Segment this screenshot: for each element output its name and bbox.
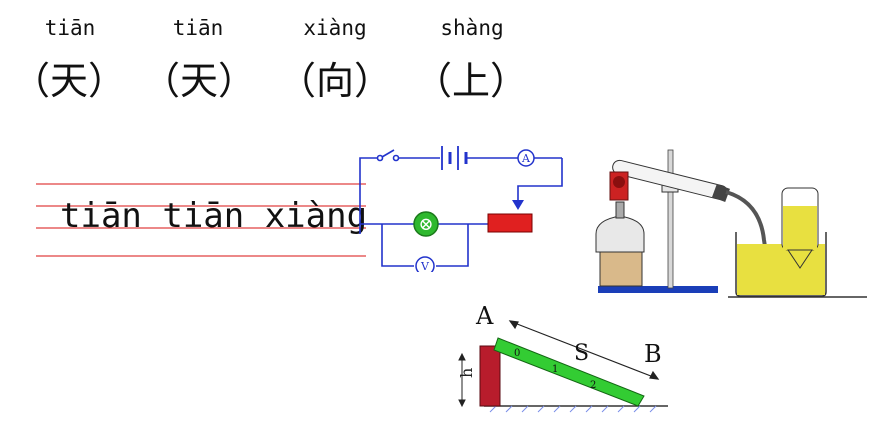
ammeter-symbol	[517, 149, 535, 167]
staff-lines	[36, 183, 366, 257]
beaker	[735, 232, 827, 297]
height-label: h	[457, 368, 476, 378]
lamp-symbol	[413, 211, 439, 237]
lab-apparatus	[595, 149, 867, 298]
ruler-tick-0: 0	[514, 348, 520, 359]
green-ruler	[493, 337, 645, 407]
battery-symbol	[441, 146, 468, 170]
pinyin-row: tiān tiān xiàng shàng （天） （天） （向） （上）	[0, 0, 560, 110]
writing-staff: tiān tiān xiàng	[36, 170, 368, 270]
height-arrow	[458, 352, 466, 408]
ruler-tick-1: 1	[552, 364, 558, 375]
beaker-liquid	[737, 244, 825, 295]
ammeter-label: A	[521, 152, 531, 165]
collection-bottle	[781, 187, 819, 269]
hanzi-char-4: （上）	[414, 59, 529, 103]
writing-pinyin-text: tiān tiān xiàng	[60, 196, 368, 236]
voltmeter-symbol	[415, 256, 435, 272]
label-s: S	[574, 341, 589, 366]
circuit-diagram: A ⊗ V	[359, 146, 563, 272]
burner-holder	[609, 171, 629, 201]
ruler-tick-2: 2	[590, 380, 596, 391]
voltmeter-label: V	[420, 260, 430, 272]
pinyin-label-4: shàng	[440, 16, 504, 40]
distance-arrow	[508, 320, 660, 380]
rheostat-resistor	[487, 213, 533, 233]
rheostat-slider-arrow	[512, 200, 524, 210]
label-a: A	[475, 302, 494, 330]
hanzi-char-3: （向）	[278, 59, 393, 103]
stand-base	[598, 286, 718, 293]
alcohol-lamp	[595, 201, 645, 253]
hanzi-char-1: （天）	[12, 59, 127, 103]
pinyin-label-1: tiān	[44, 16, 96, 40]
pinyin-label-3: xiàng	[303, 16, 367, 40]
stopper	[712, 184, 730, 202]
support-block	[479, 345, 501, 407]
pinyin-label-2: tiān	[172, 16, 224, 40]
wooden-block	[599, 251, 643, 287]
switch-symbol	[376, 149, 400, 162]
delivery-tube	[725, 190, 770, 267]
lamp-cross: ⊗	[418, 214, 433, 235]
inclined-plane-diagram: h A B S 0 1 2	[457, 302, 668, 413]
stand-rod	[667, 149, 674, 289]
label-b: B	[644, 340, 662, 368]
ground-hatch	[489, 405, 657, 413]
hanzi-char-2: （天）	[142, 59, 257, 103]
